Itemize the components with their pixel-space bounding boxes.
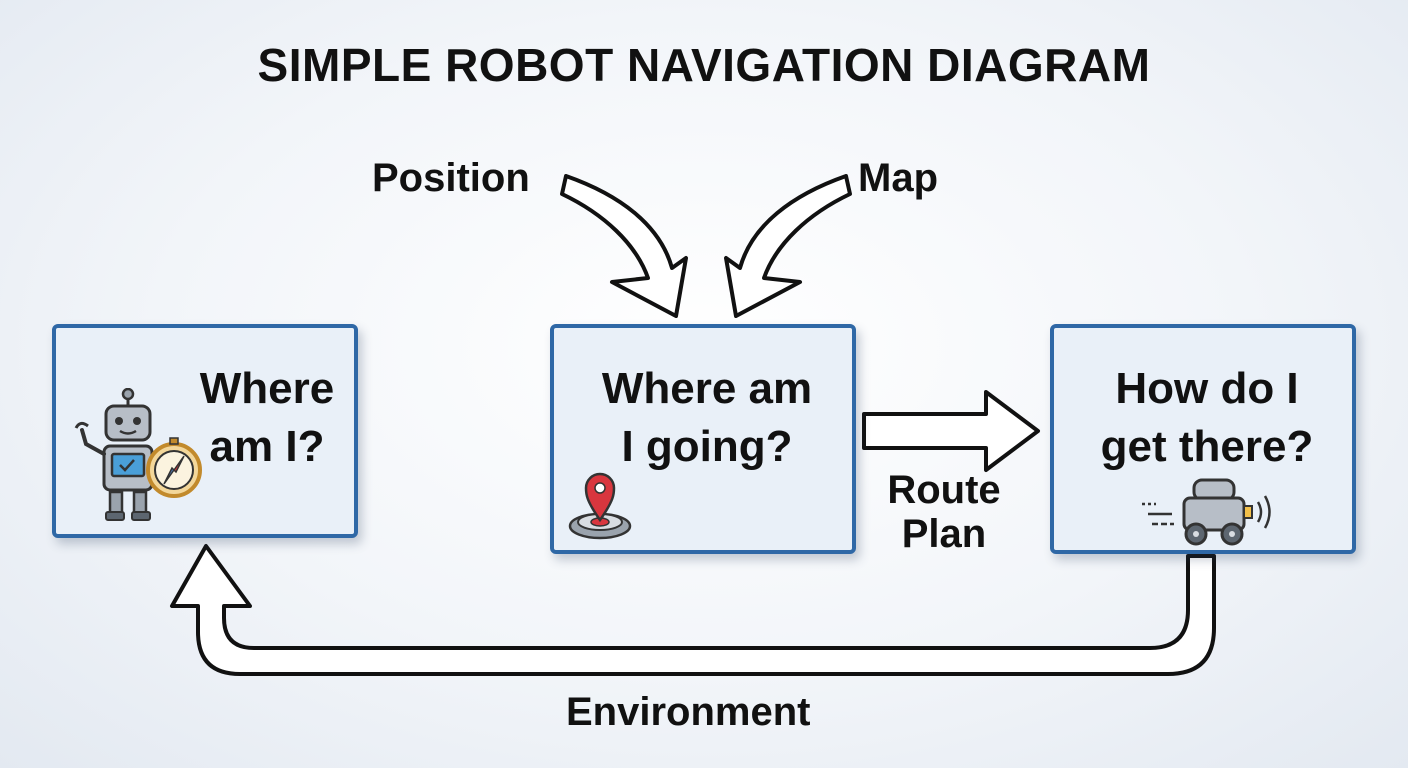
where-am-i-box: Where am I? (52, 324, 358, 538)
map-label: Map (858, 156, 938, 200)
robot-compass-icon (74, 388, 202, 521)
where-am-i-going-line1: Where am (601, 364, 813, 413)
how-do-i-get-there-line1: How do I (1115, 364, 1299, 413)
where-am-i-line2: am I? (209, 422, 325, 471)
where-am-i-going-box: Where am I going? (550, 324, 856, 554)
how-do-i-get-there-box: How do I get there? (1050, 324, 1356, 554)
route-plan-line1: Route (887, 468, 1001, 512)
where-am-i-line1: Where (199, 364, 335, 413)
where-am-i-text: Where am I? (182, 360, 352, 476)
moving-robot-icon (1142, 478, 1271, 546)
where-am-i-going-line2: I going? (621, 422, 793, 471)
how-do-i-get-there-line2: get there? (1100, 422, 1314, 471)
diagram-title: SIMPLE ROBOT NAVIGATION DIAGRAM (257, 39, 1151, 91)
route-plan-arrow (862, 390, 1040, 472)
map-pin-icon (568, 472, 632, 540)
map-arrow (724, 174, 852, 318)
environment-feedback-arrow (170, 544, 1216, 676)
position-label: Position (372, 156, 530, 200)
environment-label: Environment (566, 690, 811, 734)
how-do-i-get-there-text: How do I get there? (1064, 360, 1350, 476)
route-plan-line2: Plan (901, 512, 987, 556)
where-am-i-going-text: Where am I going? (564, 360, 850, 476)
route-plan-label: Route Plan (864, 468, 1024, 556)
position-arrow (560, 174, 688, 318)
